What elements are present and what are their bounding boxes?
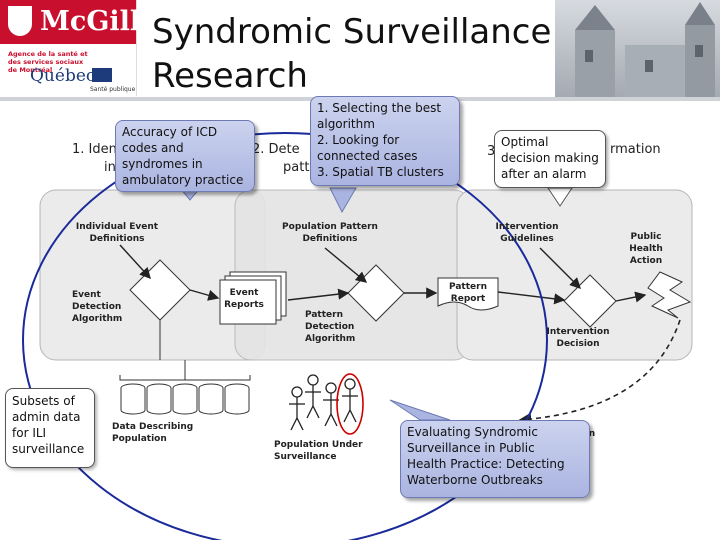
- arrow-defs-to-pattern-diamond: [324, 247, 368, 283]
- arrow-decision-to-action: [615, 291, 647, 303]
- arrow-diamond-to-reports: [189, 289, 220, 301]
- slide-title: Syndromic Surveillance Research: [152, 12, 552, 96]
- stage-2-heading-line2: patt: [283, 160, 310, 175]
- castle-photo: [555, 0, 720, 100]
- stage-3-heading-tail: rmation: [610, 142, 661, 157]
- mcgill-wordmark: McGill: [40, 6, 141, 37]
- arrow-report-to-decision: [497, 291, 566, 305]
- agency-name: Agence de la santé et des services socia…: [8, 50, 88, 74]
- arrow-guidelines-to-decision: [539, 247, 581, 289]
- feedback-dashed-arrow: [518, 319, 681, 426]
- event-report-sheet-1: [219, 279, 277, 325]
- quebec-wordmark: Québec: [30, 66, 96, 86]
- quebec-flag-icon: [92, 68, 112, 82]
- partial-label: n: [588, 429, 596, 439]
- algorithm-callout-tail: [329, 187, 357, 214]
- lightning-icon: [647, 271, 692, 319]
- mcgill-shield-icon: [8, 6, 32, 36]
- highlight-red-ellipse: [336, 373, 364, 435]
- database-icons: [120, 383, 250, 415]
- arrow-reports-to-pattern: [287, 288, 350, 301]
- ministry-name: Santé publique: [90, 86, 136, 93]
- population-figures-icon: [289, 374, 358, 431]
- optimal-callout-tail: [547, 187, 573, 207]
- panel-intervention: [456, 189, 693, 361]
- mcgill-logo: McGill: [0, 0, 140, 44]
- focus-blue-ellipse: [22, 132, 548, 540]
- arrow-defs-to-event-diamond: [119, 244, 151, 280]
- evaluating-callout-tail: [389, 399, 451, 421]
- castle-illustration: [575, 2, 715, 100]
- stage-2-heading: 2. Dete: [252, 142, 300, 157]
- pattern-report-shape: [437, 277, 499, 311]
- stage-3-heading: 3: [487, 144, 496, 159]
- logo-block: McGill Agence de la santé et des service…: [0, 0, 140, 96]
